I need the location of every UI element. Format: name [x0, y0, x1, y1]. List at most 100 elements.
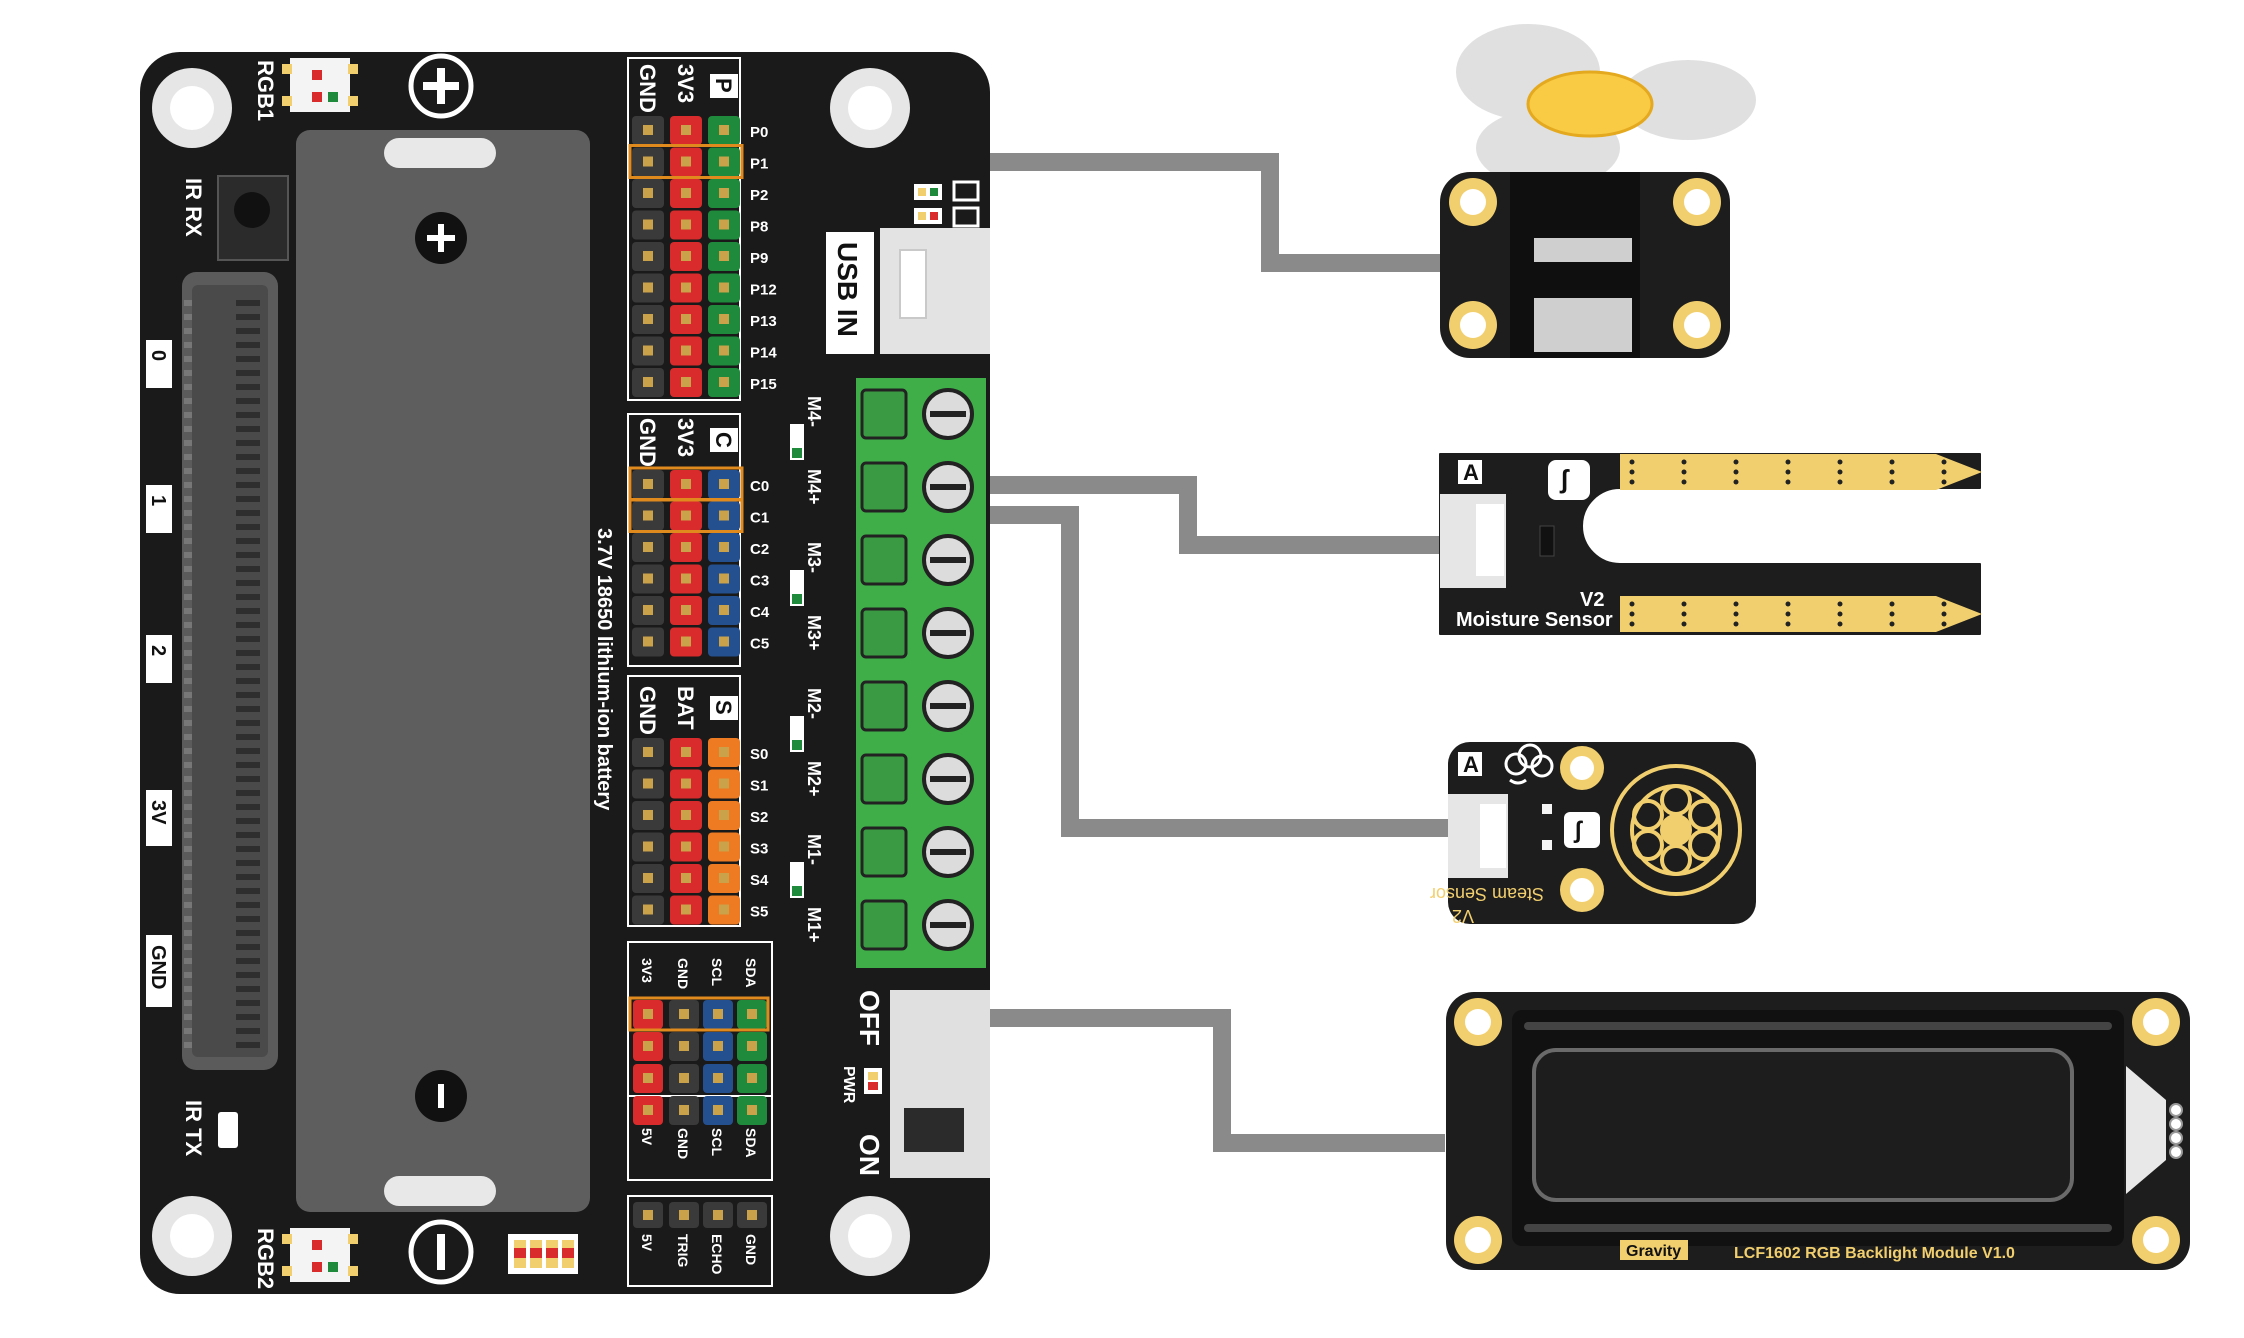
header-col-label: GND [635, 686, 660, 735]
i2c-label: SDA [743, 1128, 759, 1158]
header-pin-label: S1 [750, 778, 768, 795]
screw-icon [922, 753, 974, 805]
edge-pin-box [146, 485, 172, 533]
terminal-clamp [860, 826, 908, 878]
svg-text:ʃ: ʃ [1573, 817, 1583, 844]
lcd-brand: Gravity [1626, 1243, 1681, 1260]
usb-port [880, 228, 990, 354]
connected-pin-highlight [628, 498, 744, 533]
lcd-brand-box [1620, 1240, 1688, 1260]
ir-rx-label: IR RX [181, 178, 206, 237]
terminal-clamp [860, 388, 908, 440]
moisture-sensor: A ʃ V2 Moisture Sensor [1439, 453, 1982, 635]
edge-pin-label: 0 [147, 350, 169, 361]
svg-text:ʃ: ʃ [1559, 464, 1570, 494]
rgb-led-bottom [282, 1228, 358, 1282]
header-letter: P [711, 78, 736, 93]
screw-icon [922, 680, 974, 732]
ir-transmitter [218, 1112, 238, 1148]
header-pin-label: S0 [750, 746, 768, 763]
i2c-label: GND [675, 958, 691, 989]
terminal-clamp [860, 753, 908, 805]
i2c-label: GND [675, 1128, 691, 1159]
steam-sensor: A ʃ Steam Sensor V2 [1430, 742, 1756, 926]
switch-on-label: ON [854, 1134, 885, 1176]
header-pin-label: P9 [750, 250, 768, 267]
dfrobot-logo-icon: ʃ [1564, 812, 1600, 848]
header-col-label: BAT [673, 686, 698, 730]
motor-label: M4+ [804, 469, 824, 505]
battery-level-leds [508, 1234, 578, 1274]
screw-icon [922, 388, 974, 440]
header-letter-box [710, 696, 738, 720]
terminal-clamp [860, 534, 908, 586]
edge-pin-box [146, 790, 172, 846]
pwr-led [864, 1068, 882, 1094]
status-leds [914, 180, 980, 228]
header-pin-label: P13 [750, 313, 777, 330]
header-letter-box [710, 74, 738, 98]
fan-module [1440, 24, 1756, 358]
header-pin-label: P2 [750, 187, 768, 204]
header-letter: S [711, 700, 736, 715]
terminal-clamp [860, 461, 908, 513]
steam-badge-box [1458, 752, 1482, 776]
edge-pin-label: GND [147, 945, 169, 989]
header-pin-label: S5 [750, 904, 768, 921]
usb-label: USB IN [832, 242, 863, 337]
edge-pin-box [146, 635, 172, 683]
wire-lcd [765, 1009, 1445, 1152]
switch-off-label: OFF [854, 990, 885, 1046]
screw-icon [922, 826, 974, 878]
edge-pin-label: 1 [147, 495, 169, 506]
screw-icon [922, 607, 974, 659]
ir-tx-label: IR TX [181, 1100, 206, 1157]
header-letter: C [711, 432, 736, 448]
header-pin-label: S2 [750, 809, 768, 826]
terminal-clamp [860, 607, 908, 659]
motor-label: M1+ [804, 907, 824, 943]
screw-icon [922, 899, 974, 951]
header-pin-label: C0 [750, 478, 769, 495]
pwr-label: PWR [840, 1066, 857, 1104]
edge-connector-pins [184, 300, 260, 1048]
ultra-label: ECHO [709, 1234, 725, 1275]
moisture-badge: A [1463, 460, 1479, 485]
terminal-clamp [860, 899, 908, 951]
header-pin-label: P8 [750, 219, 768, 236]
usb-label-box [826, 232, 874, 354]
wire-fan [740, 153, 1440, 272]
plus-terminal-icon [408, 53, 474, 119]
i2c-label: SCL [709, 1128, 725, 1156]
dfrobot-logo-icon: ʃ [1548, 460, 1590, 500]
steam-title: Steam Sensor [1430, 884, 1544, 904]
screw-icon [922, 461, 974, 513]
motor-terminal-block: M4-M4+M3-M3+M2-M2+M1-M1+ [790, 378, 986, 968]
connected-pin-highlight [628, 996, 770, 1032]
motor-label: M4- [804, 396, 824, 427]
header-col-label: GND [635, 64, 660, 113]
header-pin-label: C5 [750, 636, 769, 653]
motor-label: M2- [804, 688, 824, 719]
i2c-label: 3V3 [639, 958, 655, 983]
header-pin-label: C4 [750, 604, 770, 621]
steam-version: V2 [1452, 906, 1474, 926]
rgb-led-top [282, 58, 358, 112]
header-pin-label: S3 [750, 841, 768, 858]
header-col-label: 3V3 [673, 64, 698, 103]
ultra-label: 5V [639, 1234, 655, 1252]
header-pin-label: S4 [750, 872, 769, 889]
header-pin-label: P0 [750, 124, 768, 141]
motor-label: M3+ [804, 615, 824, 651]
screw-icon [922, 534, 974, 586]
rgb1-label: RGB1 [253, 60, 278, 121]
header-letter-box [710, 428, 738, 452]
edge-pin-label: 2 [147, 645, 169, 656]
